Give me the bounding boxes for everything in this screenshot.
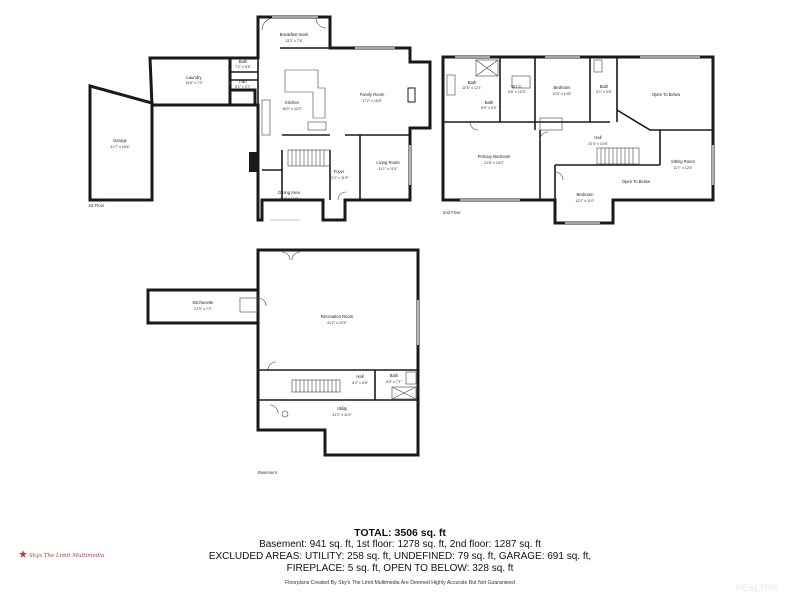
floor-label-basement: Basement — [258, 470, 278, 475]
svg-text:10'5" x 12'1": 10'5" x 12'1" — [462, 86, 482, 90]
svg-text:17'2" x 15'8": 17'2" x 15'8" — [362, 99, 382, 103]
watermark: REALTOR — [736, 583, 778, 593]
svg-text:13'2" x 7'8": 13'2" x 7'8" — [285, 39, 303, 43]
svg-text:20'4" x 10'8": 20'4" x 10'8" — [588, 142, 608, 146]
svg-text:31'2" x 11'0": 31'2" x 11'0" — [332, 413, 352, 417]
room-label-garage: Garage — [113, 138, 128, 143]
water-heater — [281, 410, 289, 418]
svg-text:12'2" x 11'0": 12'2" x 11'0" — [279, 197, 299, 201]
room-label-open-to-below: Open To Below — [622, 179, 651, 184]
svg-text:31'2" x 23'5": 31'2" x 23'5" — [327, 321, 347, 325]
room-label-kitchen: Kitchen — [285, 100, 300, 105]
room-label-living-room: Living Room — [376, 160, 400, 165]
room-label-open-to-below: Open To Below — [652, 92, 681, 97]
room-label-bath: Bath — [485, 100, 494, 105]
room-label-primary-bedroom: Primary Bedroom — [478, 154, 511, 159]
room-label-laundry: Laundry — [186, 75, 202, 80]
svg-text:31'7" x 16'6": 31'7" x 16'6" — [110, 145, 130, 149]
room-label-family-room: Family Room — [360, 92, 385, 97]
room-label-utility: Utility — [337, 406, 348, 411]
room-label-bath: Bath — [468, 80, 477, 85]
room-label-hall: Hall — [356, 374, 363, 379]
room-label-dining-area: Dining Area — [278, 190, 300, 195]
floor-area-breakdown: Basement: 941 sq. ft, 1st floor: 1278 sq… — [259, 539, 541, 550]
svg-text:11'1" x 11'5": 11'1" x 11'5" — [378, 167, 398, 171]
svg-text:21'9" x 7'2": 21'9" x 7'2" — [194, 307, 212, 311]
company-logo: Skys The Limit Multimedia — [29, 553, 105, 559]
svg-text:11'6" x 14'8": 11'6" x 14'8" — [552, 92, 572, 96]
door-swing — [261, 17, 275, 31]
room-label-bath: Bath — [390, 373, 399, 378]
bathtub — [475, 59, 499, 77]
basement-plan: Kitchenette 21'9" x 7'2" Recreation Room… — [146, 248, 420, 475]
open-to-below-rail — [616, 109, 713, 131]
total-area: TOTAL: 3506 sq. ft — [354, 527, 446, 539]
first-floor-plan: Breakfast Nook 13'2" x 7'8" Bath 7'2" x … — [88, 15, 432, 222]
svg-text:8'5" x 7'1": 8'5" x 7'1" — [386, 380, 402, 384]
room-label-bedroom: Bedroom — [554, 85, 572, 90]
room-label-bath: Bath — [239, 59, 248, 64]
room-label-pantry: Pan — [239, 79, 247, 84]
room-label-hall: Hall — [594, 135, 601, 140]
basement-exterior-wall — [256, 248, 420, 457]
svg-text:22'2" x 11'9": 22'2" x 11'9" — [329, 176, 349, 180]
excluded-areas-continued: FIREPLACE: 5 sq. ft, OPEN TO BELOW: 328 … — [286, 563, 514, 574]
logo-star-icon — [19, 550, 27, 558]
disclaimer: Floorplans Created By Sky's The Limit Mu… — [285, 580, 515, 586]
room-label-foyer: Foyer — [334, 169, 345, 174]
excluded-areas: EXCLUDED AREAS: UTILITY: 258 sq. ft, UND… — [208, 551, 592, 562]
chimney — [249, 152, 257, 172]
first-floor-exterior-wall — [228, 15, 432, 222]
first-floor-stairs — [287, 149, 331, 167]
garage-wall — [88, 84, 154, 202]
room-label-sitting-room: Sitting Room — [671, 159, 695, 164]
svg-text:7'2" x 5'8": 7'2" x 5'8" — [235, 65, 251, 69]
kitchen-counter — [261, 99, 271, 136]
svg-text:8'6" x 13'3": 8'6" x 13'3" — [508, 90, 526, 94]
svg-text:21'8" x 15'0": 21'8" x 15'0" — [484, 161, 504, 165]
fireplace — [407, 87, 416, 103]
floor-label-second: 2nd Floor — [443, 210, 461, 215]
basement-stairs — [291, 379, 341, 393]
svg-text:8'9" x 5'9": 8'9" x 5'9" — [481, 106, 497, 110]
svg-text:11'7" x 12'6": 11'7" x 12'6" — [673, 166, 693, 170]
room-label-breakfast-nook: Breakfast Nook — [280, 32, 310, 37]
svg-text:15'6" x 7'2": 15'6" x 7'2" — [185, 81, 203, 85]
second-floor-plan: Bath 10'5" x 12'1" W.I.C. 8'6" x 13'3" B… — [441, 55, 715, 225]
svg-text:18'0" x 22'0": 18'0" x 22'0" — [282, 107, 302, 111]
room-label-bath: Bath — [600, 84, 609, 89]
room-label-kitchenette: Kitchenette — [193, 300, 215, 305]
floor-label-first: 1st Floor — [88, 203, 105, 208]
svg-text:12'2" x 11'0": 12'2" x 11'0" — [575, 199, 595, 203]
kitchen-island — [284, 69, 326, 119]
room-label-recreation-room: Recreation Room — [321, 314, 354, 319]
closet — [539, 117, 563, 131]
svg-text:5'1" x 9'8": 5'1" x 9'8" — [596, 90, 612, 94]
second-floor-stairs — [596, 147, 640, 165]
svg-text:5'1" x 3'7": 5'1" x 3'7" — [235, 85, 251, 89]
room-label-bedroom: Bedroom — [577, 192, 595, 197]
svg-text:8'2" x 5'8": 8'2" x 5'8" — [352, 381, 368, 385]
room-label-wic: W.I.C. — [511, 84, 522, 89]
